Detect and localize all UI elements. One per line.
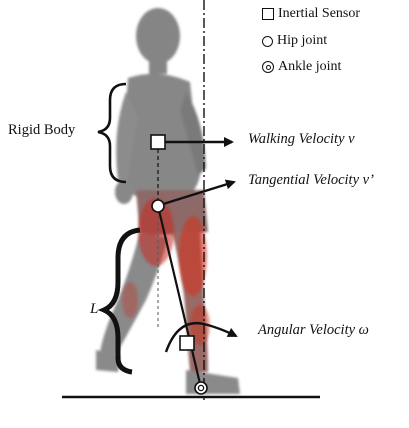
double-circle-icon bbox=[262, 61, 274, 73]
legend-ankle-joint: Ankle joint bbox=[262, 59, 341, 75]
square-icon bbox=[262, 8, 274, 20]
walking-velocity-label: Walking Velocity v bbox=[248, 131, 355, 148]
inertial-sensor-upper bbox=[151, 135, 165, 149]
leg-length-label: L bbox=[90, 301, 98, 318]
rigid-body-label: Rigid Body bbox=[8, 122, 75, 139]
legend-inertial-sensor: Inertial Sensor bbox=[262, 6, 360, 22]
legend-inertial-sensor-label: Inertial Sensor bbox=[278, 6, 360, 22]
circle-icon bbox=[262, 36, 273, 47]
inertial-sensor-lower bbox=[180, 336, 194, 350]
hip-joint-marker bbox=[152, 200, 164, 212]
legend-hip-joint-label: Hip joint bbox=[277, 33, 327, 49]
legend-hip-joint: Hip joint bbox=[262, 33, 327, 49]
ankle-joint-marker bbox=[195, 382, 207, 394]
angular-velocity-label: Angular Velocity ω bbox=[258, 322, 369, 339]
tangential-velocity-label: Tangential Velocity v’ bbox=[248, 172, 374, 189]
legend-ankle-joint-label: Ankle joint bbox=[278, 59, 341, 75]
